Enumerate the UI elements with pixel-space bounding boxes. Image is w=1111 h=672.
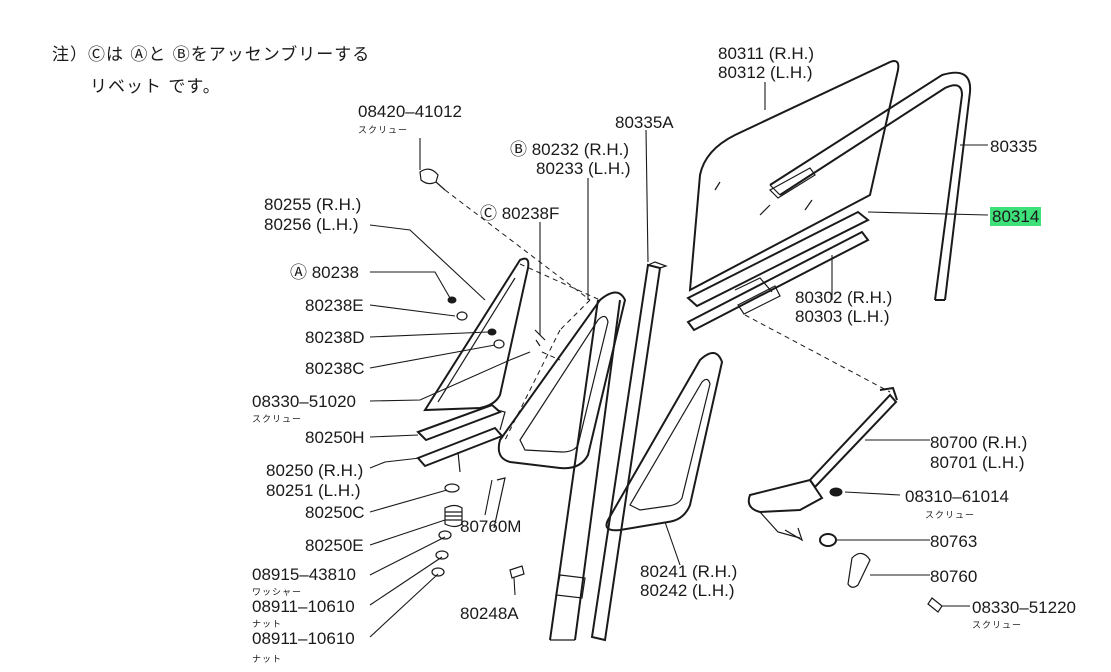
label-80335: 80335 xyxy=(990,137,1038,156)
assembly-lines xyxy=(444,189,891,441)
label-80335A: 80335A xyxy=(615,113,674,132)
label-08420-sub: スクリュー xyxy=(358,126,409,136)
label-80763: 80763 xyxy=(930,532,978,551)
label-08915-43810: 08915–43810 xyxy=(252,565,357,584)
run-channel-80335 xyxy=(769,71,972,301)
window-regulator-80700 xyxy=(747,386,943,613)
label-80700: 80700 (R.H.) xyxy=(930,433,1028,452)
note-line-1: 注）Ⓒは Ⓐと Ⓑをアッセンブリーする xyxy=(52,45,371,65)
label-80303: 80303 (L.H.) xyxy=(795,307,890,326)
label-80238F: Ⓒ 80238F xyxy=(480,204,560,223)
label-08330-51220: 08330–51220 xyxy=(972,598,1077,617)
division-bar-80335A xyxy=(590,261,668,642)
label-80760: 80760 xyxy=(930,567,978,586)
note-line-2: リベット です。 xyxy=(90,77,221,97)
label-80238: Ⓐ 80238 xyxy=(290,263,359,282)
label-80314: 80314 xyxy=(990,207,1042,226)
label-80701: 80701 (L.H.) xyxy=(930,453,1025,472)
label-80760M: 80760M xyxy=(460,517,522,536)
vent-frame-80232 xyxy=(497,291,627,641)
label-80238E: 80238E xyxy=(305,296,364,315)
label-80242: 80242 (L.H.) xyxy=(640,581,735,600)
label-08915-sub: ワッシャー xyxy=(252,588,303,598)
label-80233: 80233 (L.H.) xyxy=(536,159,631,178)
label-08420-41012: 08420–41012 xyxy=(358,102,463,121)
label-08911a-sub: ナット xyxy=(252,620,283,630)
label-80250E: 80250E xyxy=(305,536,364,555)
label-08330-51020: 08330–51020 xyxy=(252,392,357,411)
glass-channel-80314 xyxy=(686,210,870,332)
label-80314-highlight: 80314 xyxy=(990,207,1042,226)
label-08330a-sub: スクリュー xyxy=(252,415,303,425)
label-08911-10610-a: 08911–10610 xyxy=(252,597,355,616)
label-80250C: 80250C xyxy=(305,503,365,522)
label-80302: 80302 (R.H.) xyxy=(795,288,893,307)
vent-seal-80241 xyxy=(605,352,724,532)
label-80312: 80312 (L.H.) xyxy=(718,63,813,82)
leader-lines xyxy=(369,82,989,638)
label-80238C: 80238C xyxy=(305,359,365,378)
label-80250: 80250 (R.H.) xyxy=(266,461,364,480)
label-80232: Ⓑ 80232 (R.H.) xyxy=(510,140,630,159)
pivot-bracket-80250 xyxy=(416,403,506,473)
label-08911b-sub: ナット xyxy=(252,655,283,665)
door-glass-80311 xyxy=(688,60,900,292)
label-80241: 80241 (R.H.) xyxy=(640,562,738,581)
label-08310-sub: スクリュー xyxy=(925,511,976,521)
label-08911-10610-b: 08911–10610 xyxy=(252,629,355,648)
label-80311: 80311 (R.H.) xyxy=(718,44,815,63)
label-08310-61014: 08310–61014 xyxy=(905,487,1010,506)
label-80238D: 80238D xyxy=(305,328,365,347)
label-80248A: 80248A xyxy=(460,604,519,623)
label-80250H: 80250H xyxy=(305,428,365,447)
label-80256: 80256 (L.H.) xyxy=(264,215,359,234)
label-80255: 80255 (R.H.) xyxy=(264,195,362,214)
label-08330b-sub: スクリュー xyxy=(972,621,1023,631)
label-80251: 80251 (L.H.) xyxy=(266,481,361,500)
